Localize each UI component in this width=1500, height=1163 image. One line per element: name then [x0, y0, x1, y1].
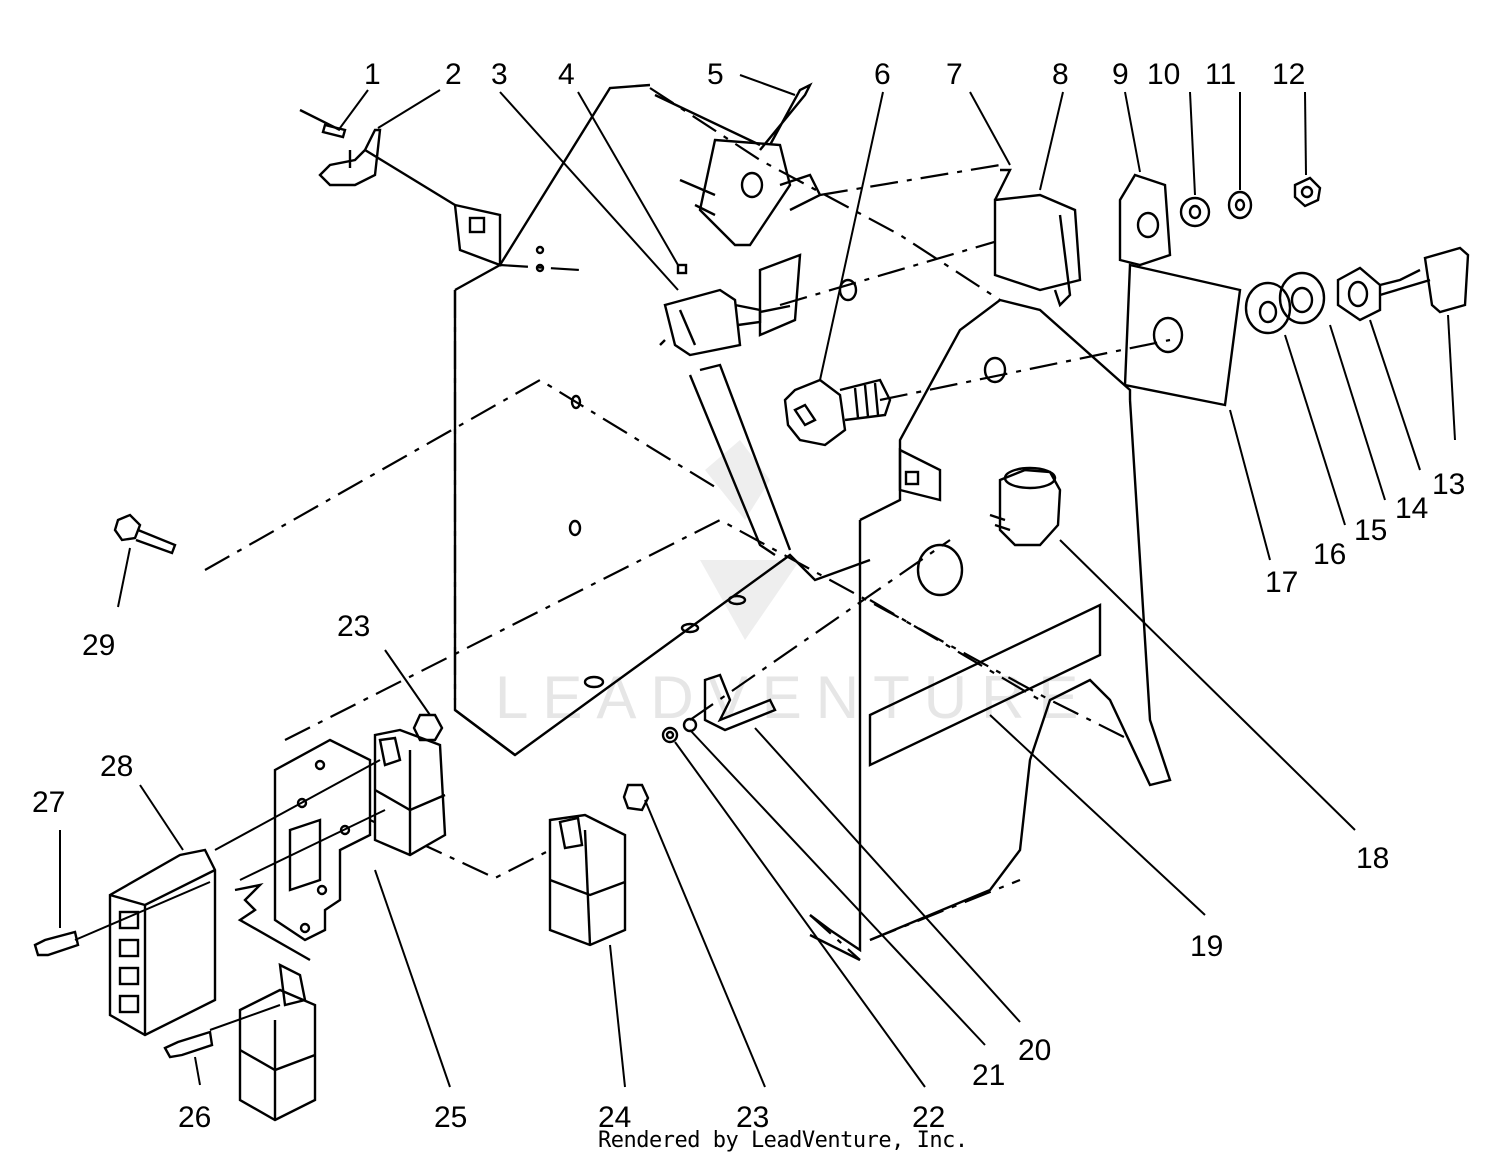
- leader-lines: [59, 74, 1456, 1088]
- part-washers: [1179, 176, 1322, 228]
- part-hour-meter: [989, 466, 1062, 547]
- part-relay-upper: [373, 713, 447, 857]
- callout-10: 10: [1147, 58, 1180, 91]
- watermark: LEADVENTURE: [495, 440, 1092, 731]
- callout-21: 21: [972, 1059, 1005, 1092]
- part-relay-bracket: [234, 738, 372, 962]
- callout-7: 7: [946, 58, 963, 91]
- callout-14: 14: [1395, 492, 1428, 525]
- callout-12: 12: [1272, 58, 1305, 91]
- part-relay-24: [548, 783, 650, 947]
- callout-6: 6: [874, 58, 891, 91]
- part-plate-9: [1118, 173, 1172, 267]
- callout-29: 29: [82, 629, 115, 662]
- callout-20: 20: [1018, 1034, 1051, 1067]
- part-key-assembly: [1244, 246, 1470, 335]
- callout-4: 4: [558, 58, 575, 91]
- callout-27: 27: [32, 786, 65, 819]
- callout-8: 8: [1052, 58, 1069, 91]
- callout-23-top: 23: [337, 610, 370, 643]
- callout-28: 28: [100, 750, 133, 783]
- part-decal-17: [1123, 263, 1242, 407]
- part-rocker-switch: [993, 168, 1082, 308]
- callout-22: 22: [912, 1101, 945, 1134]
- callout-11: 11: [1205, 58, 1236, 91]
- callout-labels: 1 2 3 4 5 6 7 8 9 10 11 12 13 14 15 16 1…: [32, 58, 1465, 1134]
- callout-17: 17: [1265, 566, 1298, 599]
- callout-2: 2: [445, 58, 462, 91]
- render-credit: Rendered by LeadVenture, Inc.: [598, 1128, 968, 1153]
- part-toggle-switch: [659, 263, 791, 357]
- part-ignition-switch: [783, 378, 892, 447]
- callout-9: 9: [1112, 58, 1129, 91]
- callout-24: 24: [598, 1101, 631, 1134]
- part-top-switch: [654, 82, 822, 247]
- callout-26: 26: [178, 1101, 211, 1134]
- callout-19: 19: [1190, 930, 1223, 963]
- callout-23-bottom: 23: [736, 1101, 769, 1134]
- callout-18: 18: [1356, 842, 1389, 875]
- callout-13: 13: [1432, 468, 1465, 501]
- part-screws: [33, 513, 214, 1059]
- part-clip: [299, 108, 502, 267]
- watermark-text: LEADVENTURE: [495, 664, 1092, 731]
- callout-1: 1: [364, 58, 381, 91]
- callout-3: 3: [491, 58, 508, 91]
- part-fuse-block: [108, 848, 217, 1037]
- assembly-lines: [204, 87, 1171, 961]
- callout-15: 15: [1354, 514, 1387, 547]
- part-relay-bottom: [238, 962, 317, 1122]
- callout-5: 5: [707, 58, 724, 91]
- callout-25: 25: [434, 1101, 467, 1134]
- callout-16: 16: [1313, 538, 1346, 571]
